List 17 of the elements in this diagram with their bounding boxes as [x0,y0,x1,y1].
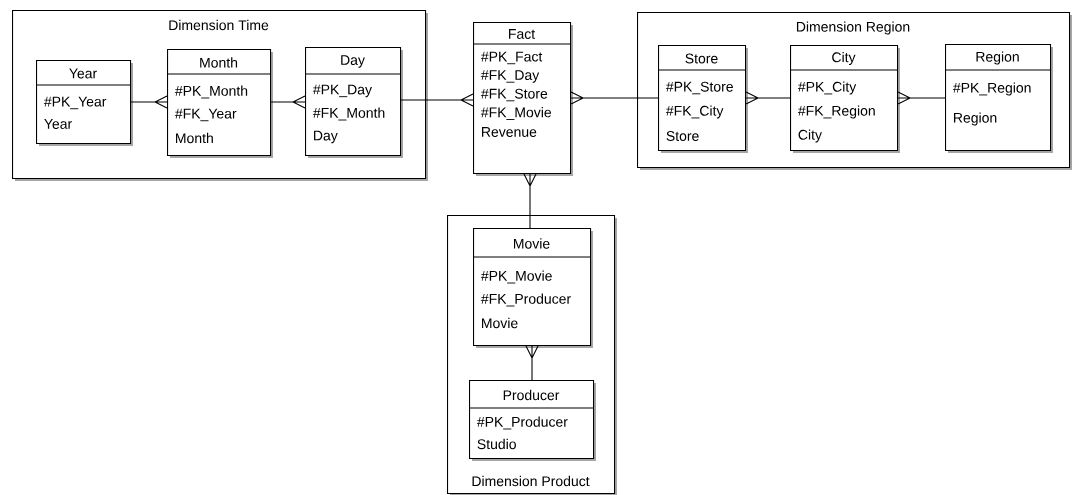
entity-box: Region #PK_Region Region [944,44,1053,153]
entity-box: Producer #PK_Producer Studio [468,380,596,461]
relationship-line [745,91,791,105]
entity-box: Year #PK_Year Year [35,60,133,146]
relationship-line [400,93,474,107]
entity-box: City #PK_City #FK_Region City [789,45,900,153]
relationship-line [523,173,537,229]
relationship-line [897,91,946,105]
relationship-line [570,91,659,105]
relationship-line [130,95,168,109]
relationship-line [270,95,306,109]
entity-box: Movie #PK_Movie #FK_Producer Movie [472,228,593,348]
entity-box: Day #PK_Day #FK_Month Day [304,47,403,158]
entity-box: Month #PK_Month #FK_Year Month [166,49,273,158]
entity-box: Store #PK_Store #FK_City Store [657,45,748,153]
relationship-line [525,345,539,381]
entity-box: Fact #PK_Fact #FK_Day #FK_Store #FK_Movie Revenue [472,22,573,176]
